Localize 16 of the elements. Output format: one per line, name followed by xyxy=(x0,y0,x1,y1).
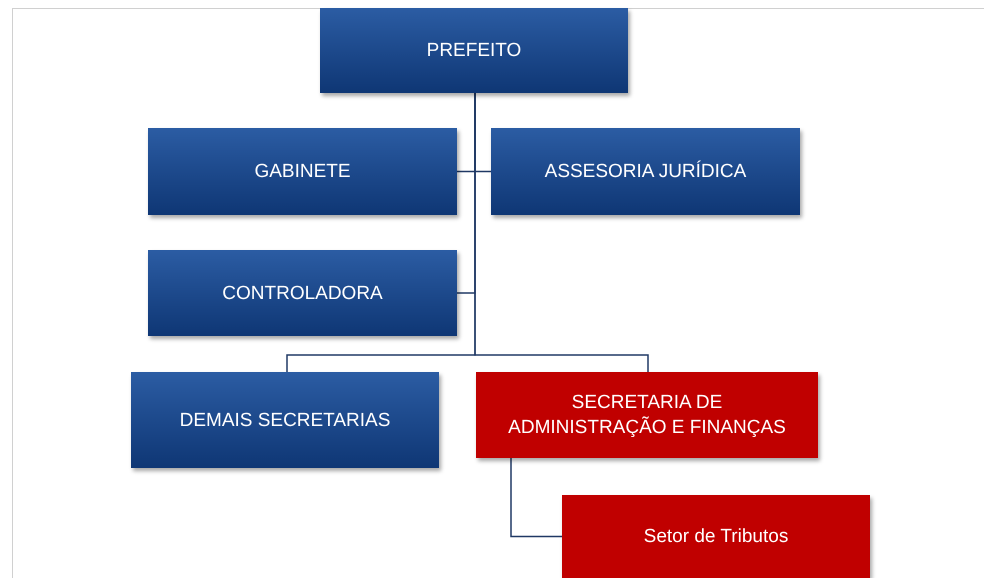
org-box xyxy=(320,8,628,93)
box-label: CONTROLADORA xyxy=(222,282,383,306)
connector-line xyxy=(510,458,562,538)
box-label: Setor de Tributos xyxy=(644,525,788,549)
org-box xyxy=(131,372,439,468)
box-label: GABINETE xyxy=(254,160,351,184)
box-label: DEMAIS SECRETARIAS xyxy=(180,408,390,432)
connector-line xyxy=(474,93,649,372)
box-label: ASSESORIA JURÍDICA xyxy=(544,160,746,184)
org-box xyxy=(476,372,818,458)
org-box xyxy=(562,495,870,578)
org-box xyxy=(148,250,457,336)
org-box xyxy=(148,128,457,215)
box-label: PREFEITO xyxy=(426,39,522,63)
org-box xyxy=(491,128,800,215)
box-label: SECRETARIA DE ADMINISTRAÇÃO E FINANÇAS xyxy=(507,391,787,440)
